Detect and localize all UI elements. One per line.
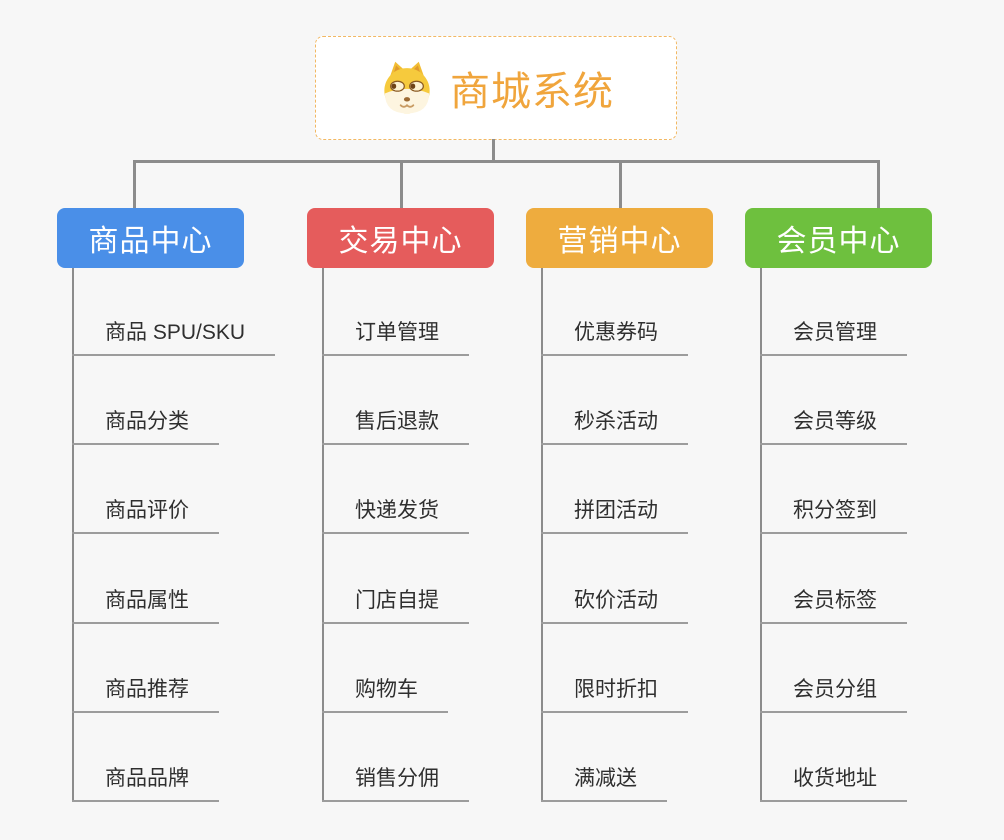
branch-spine (760, 268, 762, 802)
branch-spine (541, 268, 543, 802)
leaf-node[interactable]: 订单管理 (322, 320, 469, 356)
connector-stub (400, 160, 403, 208)
leaf-node[interactable]: 商品分类 (72, 409, 219, 445)
branch-node-3[interactable]: 营销中心 (526, 208, 713, 268)
branch-node-2[interactable]: 交易中心 (307, 208, 494, 268)
leaf-node[interactable]: 秒杀活动 (541, 409, 688, 445)
leaf-node[interactable]: 快递发货 (322, 498, 469, 534)
branch-node-4[interactable]: 会员中心 (745, 208, 932, 268)
leaf-node[interactable]: 收货地址 (760, 766, 907, 802)
root-node[interactable]: 商城系统 (315, 36, 677, 140)
leaf-node[interactable]: 会员标签 (760, 588, 907, 624)
leaf-node[interactable]: 商品评价 (72, 498, 219, 534)
connector-stub (619, 160, 622, 208)
leaf-node[interactable]: 购物车 (322, 677, 448, 713)
leaf-node[interactable]: 拼团活动 (541, 498, 688, 534)
leaf-node[interactable]: 商品 SPU/SKU (72, 320, 276, 356)
branch-node-1[interactable]: 商品中心 (57, 208, 244, 268)
leaf-node[interactable]: 积分签到 (760, 498, 907, 534)
branch-spine (322, 268, 324, 802)
connector-stub (877, 160, 880, 208)
branch-spine (72, 268, 74, 802)
leaf-node[interactable]: 满减送 (541, 766, 667, 802)
connector-stub (133, 160, 136, 208)
connector-bus (133, 160, 880, 163)
root-title: 商城系统 (450, 70, 614, 114)
connector-root-drop (492, 139, 495, 162)
leaf-node[interactable]: 商品推荐 (72, 677, 219, 713)
leaf-node[interactable]: 会员管理 (760, 320, 907, 356)
leaf-node[interactable]: 会员分组 (760, 677, 907, 713)
leaf-node[interactable]: 商品品牌 (72, 766, 219, 802)
leaf-node[interactable]: 会员等级 (760, 409, 907, 445)
leaf-node[interactable]: 商品属性 (72, 588, 219, 624)
leaf-node[interactable]: 门店自提 (322, 588, 469, 624)
dog-icon (384, 61, 430, 114)
leaf-node[interactable]: 优惠券码 (541, 320, 688, 356)
leaf-node[interactable]: 销售分佣 (322, 766, 469, 802)
leaf-node[interactable]: 售后退款 (322, 409, 469, 445)
leaf-node[interactable]: 限时折扣 (541, 677, 688, 713)
leaf-node[interactable]: 砍价活动 (541, 588, 688, 624)
